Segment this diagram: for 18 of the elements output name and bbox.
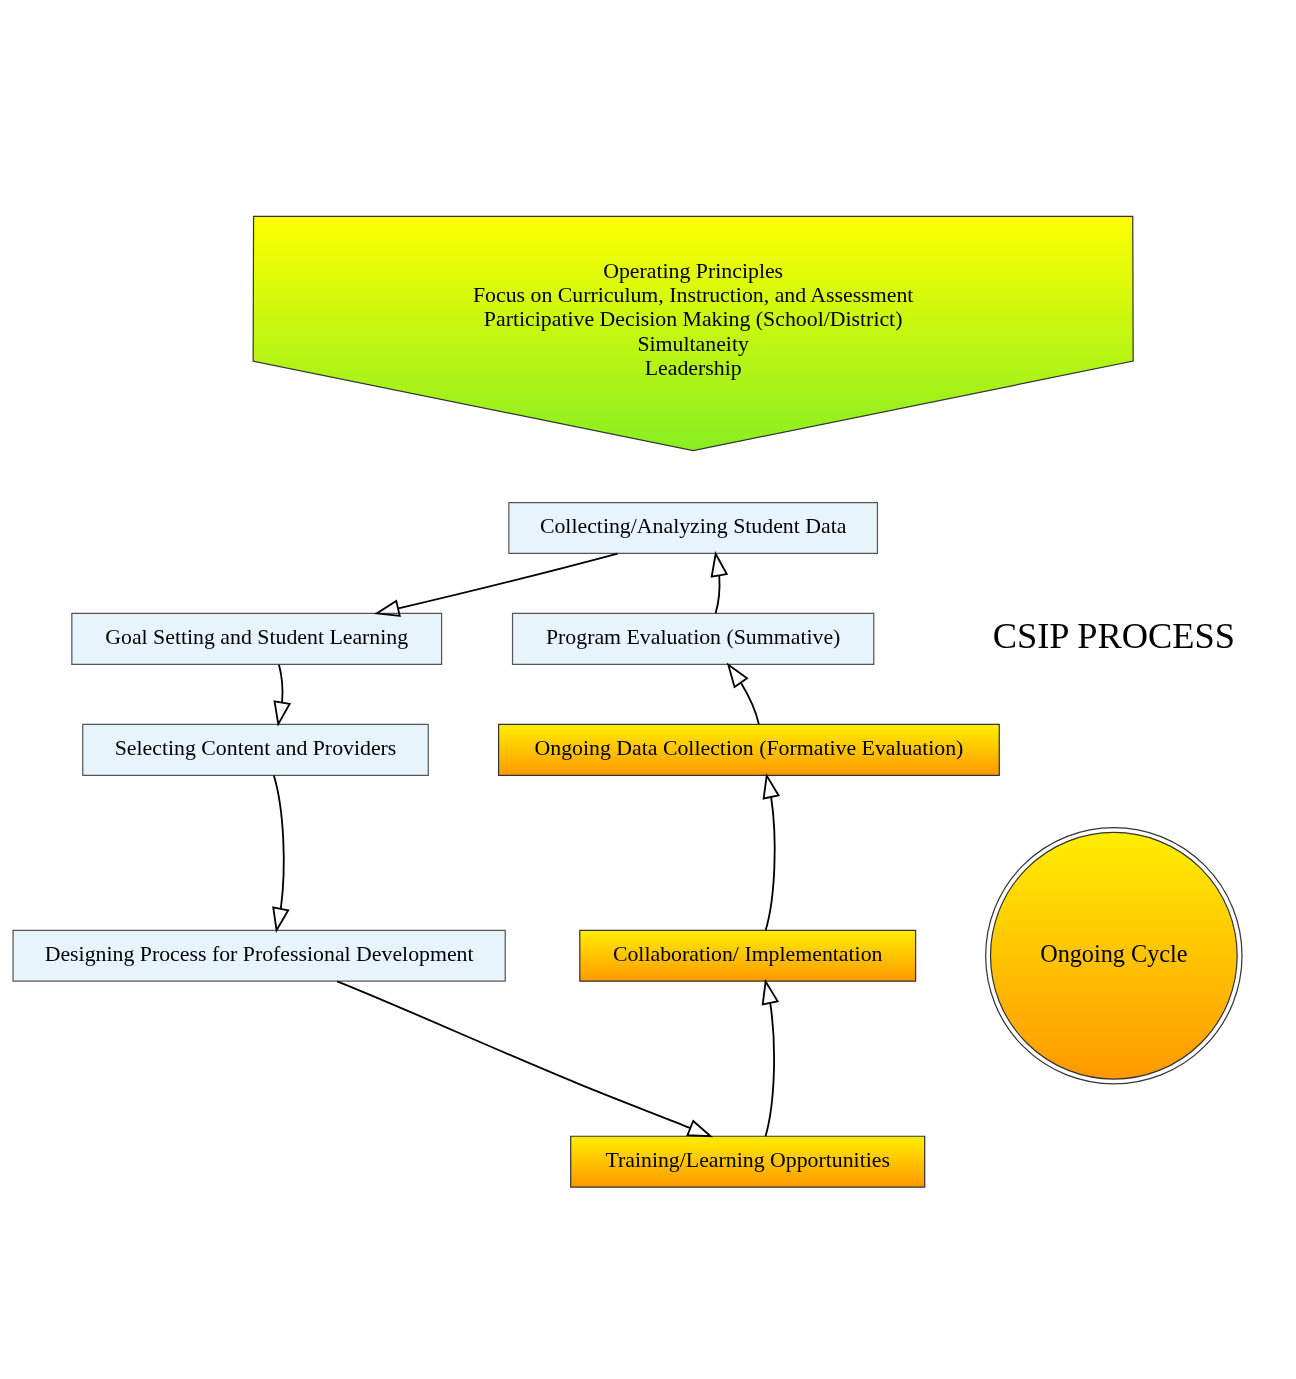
label: CSIP PROCESS bbox=[992, 616, 1235, 656]
node-box: Designing Process for Professional Development bbox=[12, 929, 506, 982]
node-circle: Ongoing Cycle bbox=[985, 827, 1243, 1085]
node-box: Ongoing Data Collection (Formative Evaluation) bbox=[497, 723, 1000, 776]
node-box: Program Evaluation (Summative) bbox=[511, 612, 875, 665]
node-box: Selecting Content and Providers bbox=[82, 723, 429, 776]
node-box: Collaboration/ Implementation bbox=[579, 929, 917, 982]
arrow bbox=[273, 663, 292, 727]
arrow bbox=[374, 552, 619, 617]
arrow bbox=[726, 662, 760, 725]
arrow bbox=[710, 551, 729, 615]
arrow bbox=[762, 772, 781, 932]
arrow bbox=[761, 978, 780, 1138]
arrow bbox=[272, 774, 290, 933]
node-box: Training/Learning Opportunities bbox=[570, 1135, 926, 1188]
arrow bbox=[336, 980, 714, 1138]
node-box: Collecting/Analyzing Student Data bbox=[508, 501, 879, 555]
node-box: Goal Setting and Student Learning bbox=[71, 612, 443, 665]
